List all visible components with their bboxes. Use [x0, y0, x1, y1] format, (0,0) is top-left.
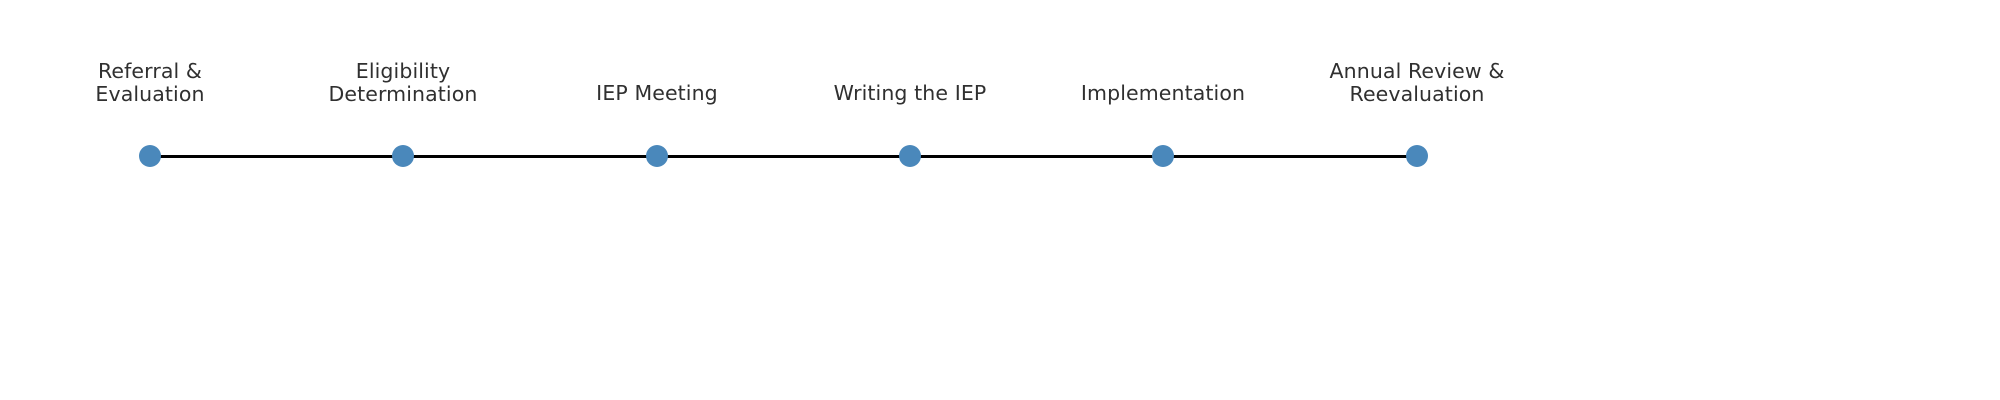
timeline-step-5-marker[interactable] — [1152, 145, 1174, 167]
timeline-connector-line — [150, 154, 1417, 158]
timeline-step-6-label: Annual Review & Reevaluation — [1329, 59, 1505, 106]
timeline-step-2-marker[interactable] — [392, 145, 414, 167]
timeline-step-6-marker[interactable] — [1406, 145, 1428, 167]
timeline-step-4-marker[interactable] — [899, 145, 921, 167]
timeline-step-2-label: Eligibility Determination — [328, 59, 478, 106]
timeline-step-3-marker[interactable] — [646, 145, 668, 167]
timeline-step-1-marker[interactable] — [139, 145, 161, 167]
timeline-step-3-label: IEP Meeting — [596, 81, 718, 105]
timeline-step-1-label: Referral & Evaluation — [95, 59, 205, 106]
timeline-step-5-label: Implementation — [1080, 81, 1246, 105]
timeline-step-4-label: Writing the IEP — [833, 81, 987, 105]
